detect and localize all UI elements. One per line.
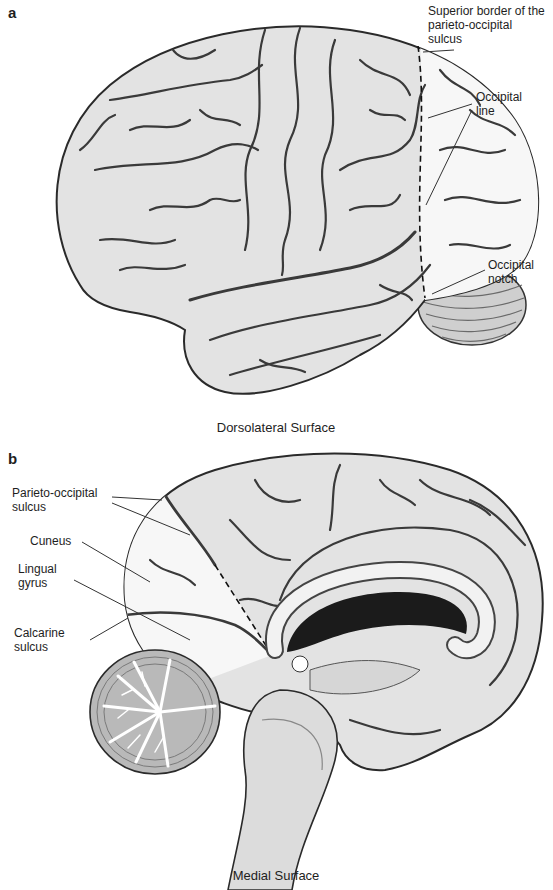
illustration-stroke xyxy=(440,147,505,153)
illustration-stroke xyxy=(136,712,160,762)
structure-label: Occipital notch xyxy=(488,258,548,286)
illustration-stroke xyxy=(350,720,440,734)
illustration-stroke xyxy=(423,298,524,308)
structure-label: Lingual gyrus xyxy=(18,562,74,590)
view-caption: Dorsolateral Surface xyxy=(166,420,386,435)
illustration-stroke xyxy=(230,335,380,375)
structure-label: Parieto-occipital sulcus xyxy=(12,486,114,514)
illustration-stroke xyxy=(287,592,467,652)
illustration-stroke xyxy=(104,660,215,766)
illustration-stroke xyxy=(310,661,420,694)
structure-label: Cuneus xyxy=(30,534,82,548)
illustration-stroke xyxy=(104,664,206,760)
illustration-stroke xyxy=(380,285,412,300)
illustration-stroke xyxy=(432,322,516,332)
illustration-stroke xyxy=(423,50,454,52)
illustration-stroke xyxy=(82,542,150,582)
illustration-stroke xyxy=(118,672,163,752)
illustration-stroke xyxy=(110,65,262,100)
illustration-stroke xyxy=(80,28,520,375)
panel-letter: b xyxy=(8,450,32,468)
occipital-line-dashed xyxy=(418,46,425,298)
illustration-stroke xyxy=(155,738,163,752)
illustration-stroke xyxy=(80,115,115,150)
leader-lines-b xyxy=(74,497,190,640)
illustration-stroke xyxy=(134,662,160,712)
structure-label: Calcarine sulcus xyxy=(14,626,88,654)
illustration-stroke xyxy=(150,199,240,210)
illustration-stroke xyxy=(118,676,160,712)
illustration-stroke xyxy=(245,30,265,250)
illustration-stroke xyxy=(100,239,175,244)
illustration-stroke xyxy=(330,465,340,530)
illustration-stroke xyxy=(165,495,215,565)
illustration-stroke xyxy=(440,70,480,105)
illustration-stroke xyxy=(370,110,405,120)
illustration-stroke xyxy=(100,440,525,734)
illustration-stroke xyxy=(170,45,215,59)
illustration-stroke xyxy=(445,197,520,203)
illustration-stroke xyxy=(255,480,300,502)
illustration-stroke xyxy=(282,28,300,275)
illustration-stroke xyxy=(190,232,415,300)
illustration-stroke xyxy=(380,480,415,505)
illustration-stroke xyxy=(118,710,128,718)
illustration-stroke xyxy=(426,110,472,205)
view-caption: Medial Surface xyxy=(166,868,386,883)
illustration-stroke xyxy=(262,719,322,770)
illustration-stroke xyxy=(90,618,128,640)
structure-label: Superior border of the parieto-occipital… xyxy=(428,4,548,46)
dashed-line-medial xyxy=(215,565,270,652)
illustration-stroke xyxy=(260,360,305,372)
illustration-stroke xyxy=(432,270,485,294)
illustration-stroke xyxy=(428,104,472,118)
illustration-stroke xyxy=(230,520,290,560)
illustration-stroke xyxy=(160,660,170,712)
illustration-stroke xyxy=(228,690,337,890)
illustration-stroke xyxy=(160,712,168,766)
illustration-stroke xyxy=(120,265,185,270)
brain-lateral xyxy=(57,20,553,394)
illustration-stroke xyxy=(80,20,553,375)
illustration-stroke xyxy=(128,735,140,748)
illustration-stroke xyxy=(112,503,190,535)
cerebellum-medial xyxy=(90,650,220,774)
panel-letter: a xyxy=(8,4,32,22)
illustration-stroke xyxy=(442,334,506,341)
illustration-stroke xyxy=(104,706,160,712)
illustration-stroke xyxy=(340,85,425,170)
illustration-stroke xyxy=(112,497,162,500)
illustration-stroke xyxy=(210,265,430,340)
illustration-stroke xyxy=(350,195,400,210)
leader-lines-a xyxy=(423,50,485,294)
structure-label: Occipital line xyxy=(476,90,542,118)
illustration-stroke xyxy=(90,650,220,774)
illustration-stroke xyxy=(122,690,132,695)
illustration-stroke xyxy=(420,480,490,515)
illustration-stroke xyxy=(97,657,213,767)
illustration-stroke xyxy=(450,244,510,249)
illustration-stroke xyxy=(74,580,190,640)
illustration-stroke xyxy=(200,110,240,125)
illustration-stroke xyxy=(95,144,258,170)
illustration-stroke xyxy=(160,706,215,712)
illustration-stroke xyxy=(292,656,308,672)
illustration-stroke xyxy=(470,500,525,545)
illustration-stroke xyxy=(142,672,145,686)
brainstem xyxy=(228,690,337,890)
illustration-stroke xyxy=(426,310,522,320)
illustration-stroke xyxy=(150,560,195,585)
illustration-stroke xyxy=(97,657,213,767)
illustration-stroke xyxy=(130,120,190,130)
illustration-stroke xyxy=(360,60,410,95)
illustration-stroke xyxy=(418,20,553,300)
corpus-callosum xyxy=(274,570,487,694)
illustration-stroke xyxy=(320,40,335,250)
